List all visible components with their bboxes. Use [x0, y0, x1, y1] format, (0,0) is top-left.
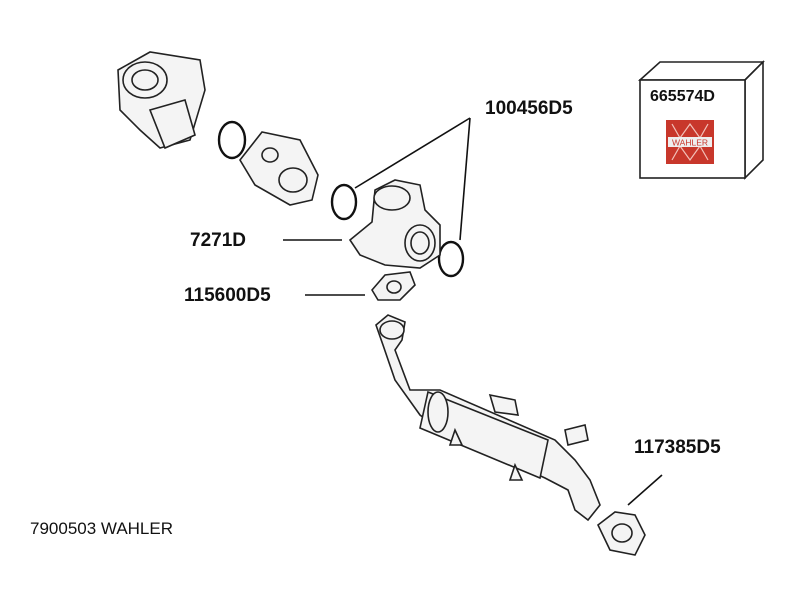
valve-gasket	[371, 271, 416, 301]
label-115600D5: 115600D5	[184, 285, 271, 306]
leader-100456D5-a	[354, 117, 471, 189]
leader-100456D5-b	[459, 117, 471, 241]
footer-caption: 7900503 WAHLER	[30, 519, 174, 538]
egr-valve	[348, 179, 441, 269]
label-100456D5: 100456D5	[485, 98, 573, 119]
label-665574D: 665574D	[650, 88, 715, 105]
seal-ring-right	[437, 240, 465, 278]
pipe-gasket	[596, 511, 646, 556]
seal-ring-left	[330, 183, 358, 221]
wahler-logo: WAHLER	[666, 120, 714, 164]
leader-117385D5	[627, 474, 663, 506]
label-7271D: 7271D	[190, 230, 246, 251]
label-117385D5: 117385D5	[634, 437, 721, 458]
throttle-body	[117, 51, 206, 150]
svg-text:WAHLER: WAHLER	[672, 138, 708, 148]
egr-cooler-pipe	[375, 314, 601, 522]
seal-ring-top	[217, 120, 247, 160]
intake-gasket-plate	[239, 131, 319, 206]
